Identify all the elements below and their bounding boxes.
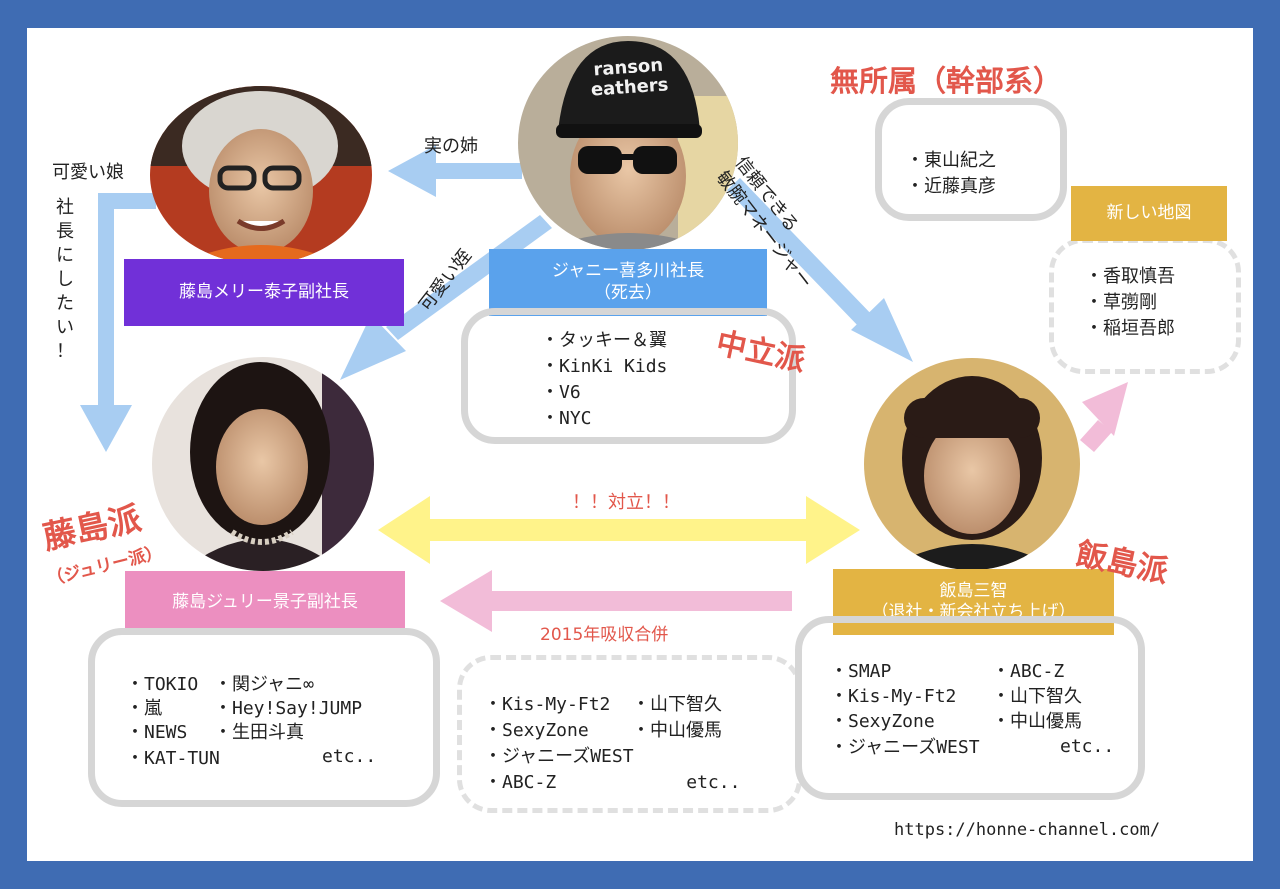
johnny-photo: ranson eathers bbox=[518, 36, 738, 250]
neutral-item: ・NYC bbox=[541, 408, 592, 429]
arrow-trusted bbox=[727, 178, 913, 362]
unaffiliated-group-box bbox=[875, 98, 1067, 221]
iijima-group-box bbox=[795, 616, 1145, 800]
iijima-item: ・SMAP bbox=[830, 661, 892, 682]
neutral-group-box bbox=[461, 308, 796, 444]
iijima-photo bbox=[864, 358, 1080, 570]
neutral-item: ・V6 bbox=[541, 382, 581, 403]
neutral-item: ・KinKi Kids bbox=[541, 356, 668, 377]
julie-item: ・TOKIO bbox=[126, 674, 199, 695]
julie-photo bbox=[152, 357, 374, 571]
conflict-caption: ！！対立！！ bbox=[572, 492, 680, 513]
arrow-new-map bbox=[1080, 382, 1128, 452]
arrow-niece bbox=[340, 215, 552, 380]
want-president-caption: 社 長 に し た い ！ bbox=[56, 197, 74, 362]
iijima-item: ・ABC-Z bbox=[992, 661, 1065, 682]
source-url: https://honne-channel.com/ bbox=[894, 820, 1161, 840]
merged-item: ・ABC-Z etc.. bbox=[484, 772, 741, 793]
mary-label: 藤島メリー泰子副社長 bbox=[124, 259, 404, 326]
julie-item: ・NEWS bbox=[126, 722, 188, 743]
iijima-item: ・Kis-My-Ft2 bbox=[830, 686, 957, 707]
julie-item: ・関ジャニ∞ bbox=[214, 674, 314, 695]
johnny-label: ジャニー喜多川社長 （死去） bbox=[489, 249, 767, 316]
julie-item: etc.. bbox=[322, 746, 377, 767]
julie-group-box bbox=[88, 628, 440, 807]
iijima-item: ・ジャニーズWEST bbox=[830, 737, 980, 758]
iijima-item: ・山下智久 bbox=[992, 686, 1082, 707]
merger-caption: 2015年吸収合併 bbox=[540, 625, 669, 645]
merged-item: ・Kis-My-Ft2 ・山下智久 bbox=[484, 694, 723, 715]
new-map-title: 新しい地図 bbox=[1071, 186, 1227, 241]
arrow-daughter bbox=[80, 193, 156, 452]
iijima-item: etc.. bbox=[1060, 736, 1115, 757]
merged-item: ・SexyZone ・中山優馬 bbox=[484, 720, 723, 741]
johnny-cap-text: ranson eathers bbox=[590, 54, 670, 101]
real-sister-caption: 実の姉 bbox=[424, 136, 478, 157]
neutral-item: ・タッキー＆翼 bbox=[541, 330, 667, 351]
merged-item: ・ジャニーズWEST bbox=[484, 746, 634, 767]
new-map-item: ・草彅剛 bbox=[1085, 292, 1157, 313]
mary-photo bbox=[150, 86, 372, 264]
julie-item: ・Hey!Say!JUMP bbox=[214, 698, 363, 719]
julie-item: ・KAT-TUN bbox=[126, 748, 220, 769]
new-map-item: ・稲垣吾郎 bbox=[1085, 318, 1175, 339]
arrow-merger bbox=[440, 570, 792, 632]
unaffiliated-item: ・近藤真彦 bbox=[906, 176, 996, 197]
cute-daughter-caption: 可愛い娘 bbox=[52, 162, 124, 183]
arrow-conflict bbox=[378, 496, 860, 564]
julie-item: ・生田斗真 bbox=[214, 722, 304, 743]
iijima-item: ・SexyZone bbox=[830, 711, 935, 732]
unaffiliated-item: ・東山紀之 bbox=[906, 150, 996, 171]
julie-item: ・嵐 bbox=[126, 698, 162, 719]
new-map-item: ・香取慎吾 bbox=[1085, 266, 1175, 287]
julie-label: 藤島ジュリー景子副社長 bbox=[125, 571, 405, 634]
unaffiliated-faction-title: 無所属（幹部系） bbox=[830, 64, 1063, 98]
arrow-sister bbox=[388, 145, 522, 197]
iijima-item: ・中山優馬 bbox=[992, 711, 1082, 732]
